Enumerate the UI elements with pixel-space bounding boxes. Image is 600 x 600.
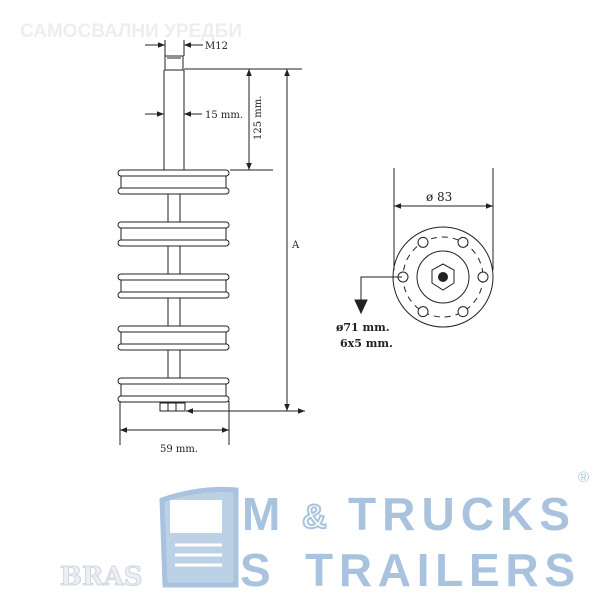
disc (117, 273, 230, 326)
bolt-hole (477, 271, 489, 283)
leader-arrow (354, 299, 368, 315)
top-length-label: 125 mm. (253, 96, 264, 140)
disc-diameter-label: 59 mm. (160, 444, 198, 455)
bottom-nut (159, 402, 186, 412)
hex-nut (431, 263, 455, 291)
registered-mark: ® (578, 469, 589, 486)
disc (117, 377, 230, 403)
logo-trailers: TRAILERS (305, 544, 575, 596)
thread-nut (164, 55, 184, 71)
bolt-hole (457, 236, 469, 248)
watermark-text: САМОСВАЛНИ УРЕДБИ (20, 21, 242, 42)
logo-letter-m: M (242, 488, 280, 540)
bolt-hole (457, 306, 469, 318)
logo-trucks: TRUCKS (348, 488, 570, 540)
disc (117, 221, 230, 274)
corner-watermark: BRAS (60, 562, 143, 592)
logo-ampersand: & (302, 498, 327, 536)
logo-letter-s: S (240, 544, 271, 596)
end-view (354, 168, 494, 328)
disc (117, 169, 230, 222)
outer-diameter-label: ø 83 (426, 190, 452, 204)
rod-diameter-label: 15 mm. (205, 110, 243, 121)
brand-logo: M S TRUCKS & TRAILERS ® BRAS (60, 469, 590, 596)
bolt-circle-label: ø71 mm. (336, 321, 390, 334)
disc-stack (117, 169, 230, 403)
holes-label: 6x5 mm. (340, 337, 393, 350)
total-length-label: A (291, 240, 300, 251)
thread-label: M12 (205, 41, 228, 52)
disc (117, 325, 230, 378)
side-view (117, 40, 305, 445)
bolt-hole (417, 306, 429, 318)
bolt-hole (417, 236, 429, 248)
truck-icon (159, 486, 239, 588)
